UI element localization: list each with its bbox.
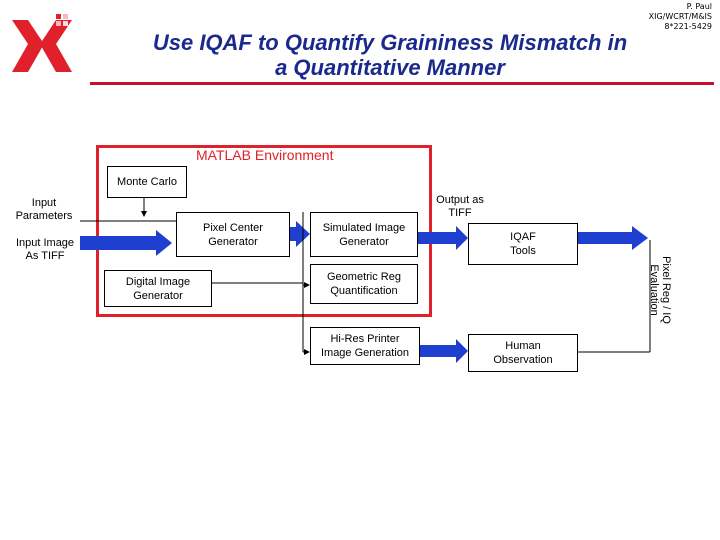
- pixel-center-label-1: Pixel Center: [203, 221, 263, 234]
- simulated-to-iqaf-arrow: [418, 226, 468, 250]
- iqaf-tools-box: IQAF Tools: [468, 223, 578, 265]
- monte-carlo-label: Monte Carlo: [117, 176, 177, 188]
- pixel-reg-line-2: Evaluation: [648, 264, 660, 316]
- iqaf-tools-label-1: IQAF: [510, 231, 536, 243]
- input-parameters-line-2: Parameters: [15, 210, 73, 222]
- output-tiff-label: Output as TIFF: [424, 194, 496, 220]
- input-image-line-1: Input Image: [15, 237, 75, 249]
- xerox-logo: [10, 12, 74, 76]
- pixel-center-label-2: Generator: [208, 235, 258, 248]
- author-info: P. Paul XIG/WCRT/M&IS 8*221-5429: [649, 2, 712, 32]
- matlab-environment-frame: [96, 145, 432, 317]
- page-title: Use IQAF to Quantify Graininess Mismatch…: [90, 30, 690, 80]
- matlab-environment-label: MATLAB Environment: [196, 147, 334, 163]
- human-observation-box: Human Observation: [468, 334, 578, 372]
- input-parameters-label: Input Parameters: [8, 197, 80, 223]
- author-org: XIG/WCRT/M&IS: [648, 12, 712, 21]
- pixel-center-generator-box: Pixel Center Generator: [176, 212, 290, 257]
- hires-to-human-arrow: [420, 339, 468, 363]
- pixel-reg-evaluation-label: Pixel Reg / IQ Evaluation: [648, 255, 672, 325]
- simulated-image-generator-box: Simulated Image Generator: [310, 212, 418, 257]
- digital-image-label-1: Digital Image: [125, 275, 191, 288]
- hires-printer-label-2: Image Generation: [320, 347, 410, 359]
- pixel-reg-line-1: Pixel Reg / IQ: [660, 256, 672, 324]
- hires-printer-label-1: Hi-Res Printer: [330, 333, 400, 345]
- human-observation-label-2: Observation: [493, 354, 553, 366]
- simulated-image-label-2: Generator: [339, 235, 389, 248]
- author-name: P. Paul: [686, 2, 712, 11]
- pixel-to-simulated-arrow: [290, 221, 310, 247]
- hires-printer-box: Hi-Res Printer Image Generation: [310, 327, 420, 365]
- simulated-image-label-1: Simulated Image: [322, 221, 406, 234]
- monte-carlo-box: Monte Carlo: [107, 166, 187, 198]
- input-parameters-line-1: Input: [31, 197, 57, 209]
- title-line-2: a Quantitative Manner: [275, 55, 505, 80]
- author-phone: 8*221-5429: [664, 22, 712, 31]
- input-image-line-2: As TIFF: [25, 250, 65, 262]
- output-tiff-line-1: Output as: [436, 194, 484, 206]
- geometric-reg-quantification-box: Geometric Reg Quantification: [310, 264, 418, 304]
- geometric-reg-label-2: Quantification: [330, 285, 398, 297]
- output-tiff-line-2: TIFF: [448, 207, 472, 219]
- iqaf-output-arrow: [578, 226, 648, 250]
- title-underline: [90, 82, 714, 85]
- input-image-label: Input Image As TIFF: [6, 237, 84, 263]
- title-line-1: Use IQAF to Quantify Graininess Mismatch…: [152, 30, 628, 55]
- human-observation-label-1: Human: [505, 340, 541, 352]
- iqaf-tools-label-2: Tools: [510, 245, 536, 257]
- geometric-reg-label-1: Geometric Reg: [327, 271, 401, 283]
- digital-image-label-2: Generator: [133, 289, 183, 302]
- input-image-arrow: [80, 230, 172, 256]
- digital-image-generator-box: Digital Image Generator: [104, 270, 212, 307]
